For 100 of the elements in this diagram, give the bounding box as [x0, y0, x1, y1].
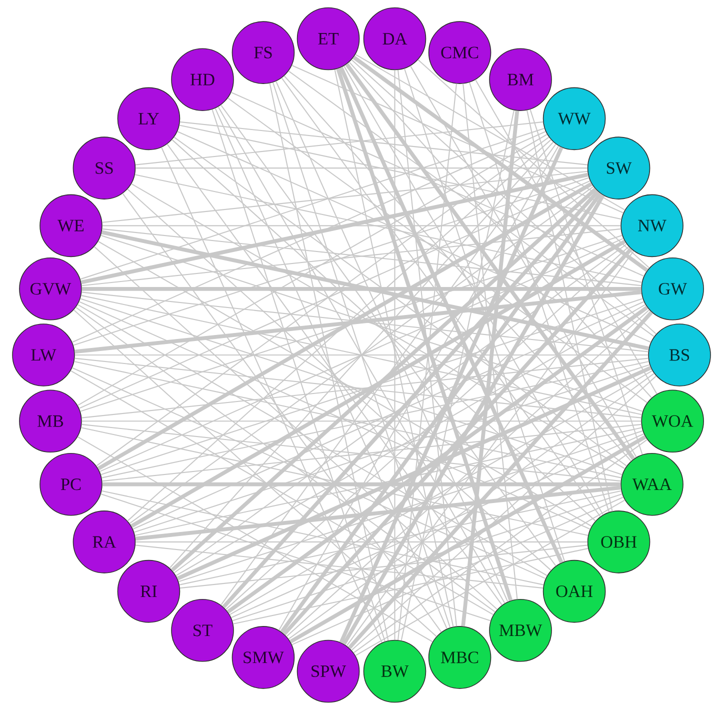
edge-line — [342, 194, 605, 646]
edge-line — [127, 188, 552, 571]
edge-line — [177, 130, 652, 343]
edge-line — [134, 174, 642, 283]
edge-line — [74, 354, 648, 356]
edge-line — [351, 376, 657, 651]
edge-line — [280, 192, 602, 634]
edge-line — [278, 146, 560, 631]
edge-line — [81, 427, 588, 536]
edge-line — [281, 78, 601, 517]
edge-line — [228, 98, 648, 404]
edge-line — [180, 544, 588, 589]
edge-line — [282, 248, 632, 636]
edge-line — [233, 548, 588, 624]
edge-line — [135, 486, 621, 541]
edge-line — [530, 109, 643, 455]
edge-line — [468, 82, 610, 512]
edge-line — [346, 250, 634, 646]
edge-line — [174, 244, 627, 574]
edge-line — [94, 246, 498, 610]
edge-line — [100, 494, 491, 622]
edge-line — [526, 110, 613, 512]
edge-line — [220, 104, 556, 566]
edge-line — [81, 294, 642, 416]
edge-line — [122, 193, 442, 632]
edge-line — [225, 246, 630, 610]
edge-line — [351, 59, 657, 334]
edge-line — [269, 83, 389, 641]
edge-line — [70, 370, 494, 616]
edge-line — [276, 81, 508, 602]
edge-line — [272, 82, 451, 628]
edge-line — [226, 306, 648, 614]
edge-line — [176, 304, 646, 576]
edge-line — [355, 54, 626, 210]
edge-line — [80, 128, 545, 280]
edge-line — [292, 64, 624, 214]
edge-line — [101, 230, 650, 350]
edge-line — [73, 177, 590, 346]
edge-line — [96, 136, 550, 466]
edge-line — [174, 136, 627, 466]
edge-line — [284, 76, 632, 462]
edge-line — [134, 364, 650, 533]
edge-line — [77, 134, 548, 406]
edge-line — [475, 79, 658, 394]
edge-line — [230, 433, 644, 618]
edge-line — [99, 238, 624, 472]
edge-line — [78, 180, 590, 409]
edge-line — [230, 92, 644, 277]
edge-line — [72, 367, 546, 580]
edge-line — [76, 306, 496, 612]
edge-line — [136, 168, 588, 169]
edge-line — [334, 69, 454, 627]
edge-line — [418, 59, 650, 268]
edge-line — [73, 310, 437, 637]
edge-line — [355, 500, 626, 656]
edge-line — [169, 142, 554, 568]
edge-line — [179, 490, 622, 586]
edge-line — [348, 310, 653, 650]
edge-line — [339, 146, 564, 644]
edge-line — [161, 147, 382, 643]
edge-line — [136, 541, 588, 542]
edge-line — [102, 225, 621, 226]
edge-line — [135, 121, 544, 166]
edge-line — [170, 188, 597, 572]
edge-line — [288, 373, 654, 640]
edge-line — [344, 66, 604, 515]
edge-line — [82, 286, 642, 291]
edge-line — [178, 430, 643, 582]
edge-line — [218, 106, 506, 604]
edge-line — [82, 420, 642, 422]
edge-line — [127, 139, 552, 522]
edge-line — [229, 370, 653, 616]
edge-line — [352, 56, 648, 272]
edge-line — [80, 172, 588, 284]
edge-line — [166, 144, 502, 606]
edge-line — [220, 144, 556, 606]
edge-line — [345, 63, 636, 460]
edge-line — [176, 366, 652, 580]
edge-line — [72, 130, 546, 343]
edge-line — [172, 139, 596, 522]
edge-line — [222, 190, 600, 608]
edge-line — [180, 121, 588, 166]
edge-line — [102, 490, 544, 586]
edge-line — [336, 68, 513, 602]
edge-line — [214, 108, 448, 629]
edge-line — [400, 110, 514, 641]
edge-line — [77, 304, 548, 576]
edge-line — [394, 70, 396, 640]
edge-line — [179, 124, 622, 220]
edge-line — [339, 66, 564, 564]
edge-line — [129, 186, 594, 524]
edge-line — [353, 439, 648, 654]
edge-line — [404, 68, 566, 562]
edge-line — [102, 170, 588, 223]
edge-line — [348, 62, 652, 398]
edge-line — [212, 109, 386, 642]
edge-line — [102, 482, 621, 486]
edge-line — [134, 427, 642, 536]
edge-line — [288, 70, 654, 337]
edge-line — [135, 544, 544, 589]
